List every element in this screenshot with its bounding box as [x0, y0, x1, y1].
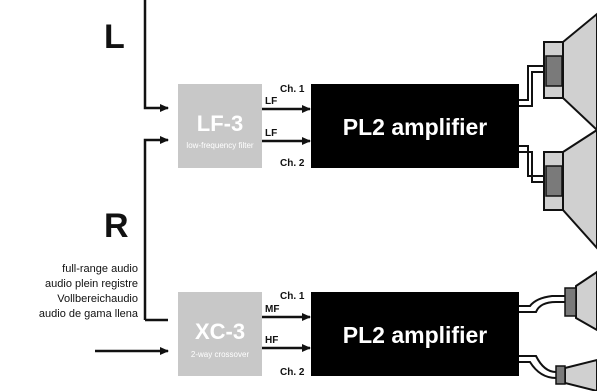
lf-speaker-upper [543, 12, 597, 132]
input-note-line-3: Vollbereichaudio [57, 293, 138, 305]
xc3-unit: XC-3 2-way crossover [178, 292, 262, 376]
amp1-ch1-label: Ch. 1 [280, 84, 305, 95]
amp2-label: PL2 amplifier [343, 322, 487, 348]
amp1-out2-line [519, 145, 544, 177]
xc3-out2-label: HF [265, 335, 278, 346]
left-channel-label: L [104, 18, 125, 56]
hf-speaker [555, 358, 597, 391]
amp2-out1-line-b [519, 301, 565, 313]
amplifier-2: PL2 amplifier [311, 292, 519, 376]
input-note-line-1: full-range audio [62, 263, 138, 275]
right-to-lf3-line [143, 136, 169, 320]
amp2-out2-line-b [519, 361, 557, 379]
xc3-subtitle: 2-way crossover [191, 350, 250, 359]
lf3-out1-label: LF [265, 96, 277, 107]
amp1-out1-line [519, 65, 544, 101]
amp1-ch2-label: Ch. 2 [280, 158, 305, 169]
lf-speaker-lower [543, 128, 597, 250]
right-channel-label: R [104, 207, 129, 245]
input-note: full-range audio audio plein registre Vo… [39, 263, 139, 320]
amp2-out1-line [519, 295, 565, 307]
amp2-ch2-label: Ch. 2 [280, 367, 305, 378]
amplifier-1: PL2 amplifier [311, 84, 519, 168]
amp1-out2-line-b [519, 151, 544, 183]
lf3-unit: LF-3 low-frequency filter [178, 84, 262, 168]
input-note-line-2: audio plein registre [45, 278, 138, 290]
mf-speaker [564, 270, 597, 332]
amp2-ch1-label: Ch. 1 [280, 291, 305, 302]
lf3-subtitle: low-frequency filter [186, 141, 253, 150]
amp2-out2-line [519, 355, 557, 373]
lf3-name: LF-3 [197, 111, 243, 136]
xc3-name: XC-3 [195, 319, 245, 344]
input-note-line-4: audio de gama llena [39, 308, 139, 320]
amp1-out1-line-b [519, 71, 544, 107]
xc3-out1-label: MF [265, 304, 279, 315]
amp1-label: PL2 amplifier [343, 114, 487, 140]
left-input-line [143, 0, 169, 112]
lf3-out2-label: LF [265, 128, 277, 139]
